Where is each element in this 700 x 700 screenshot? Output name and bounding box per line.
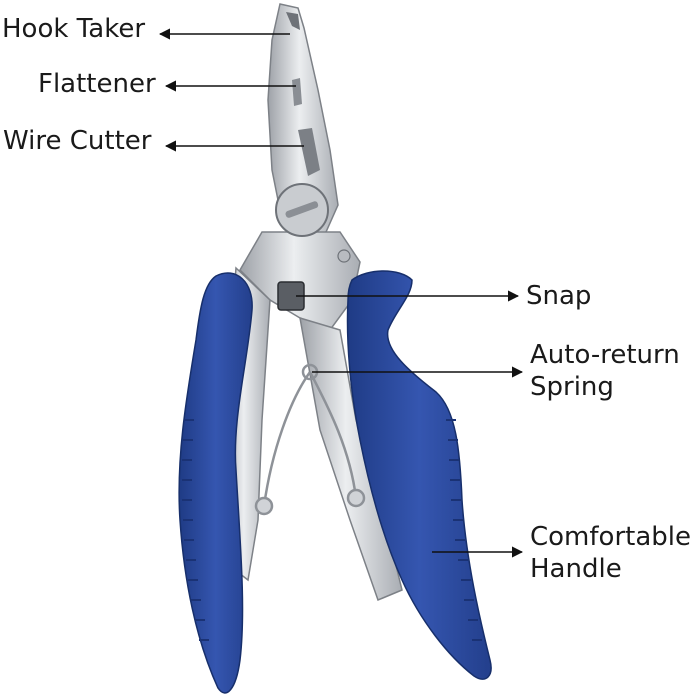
hook-taker-notch	[286, 12, 300, 30]
leader-arrows	[158, 28, 524, 558]
right-steel-arm	[299, 316, 403, 601]
label-spring-line2: Spring	[530, 372, 614, 402]
auto-return-spring	[254, 363, 366, 516]
label-flattener: Flattener	[38, 69, 156, 99]
label-auto-return-spring: Auto-return Spring	[530, 339, 680, 403]
label-handle-line1: Comfortable	[530, 522, 691, 552]
right-handle-grip	[446, 419, 482, 641]
left-handle	[178, 272, 253, 694]
left-handle-grip	[182, 419, 209, 641]
right-handle	[346, 270, 492, 680]
label-comfortable-handle: Comfortable Handle	[530, 521, 691, 585]
label-hook-taker: Hook Taker	[2, 14, 146, 44]
label-wire-cutter: Wire Cutter	[3, 126, 152, 156]
flattener-groove	[292, 78, 302, 106]
pivot-screw-slot	[285, 201, 319, 218]
label-snap: Snap	[526, 281, 592, 311]
label-spring-line1: Auto-return	[530, 340, 680, 370]
small-rivet	[337, 249, 351, 263]
label-handle-line2: Handle	[530, 554, 622, 584]
wire-cutter-slot	[298, 128, 320, 176]
